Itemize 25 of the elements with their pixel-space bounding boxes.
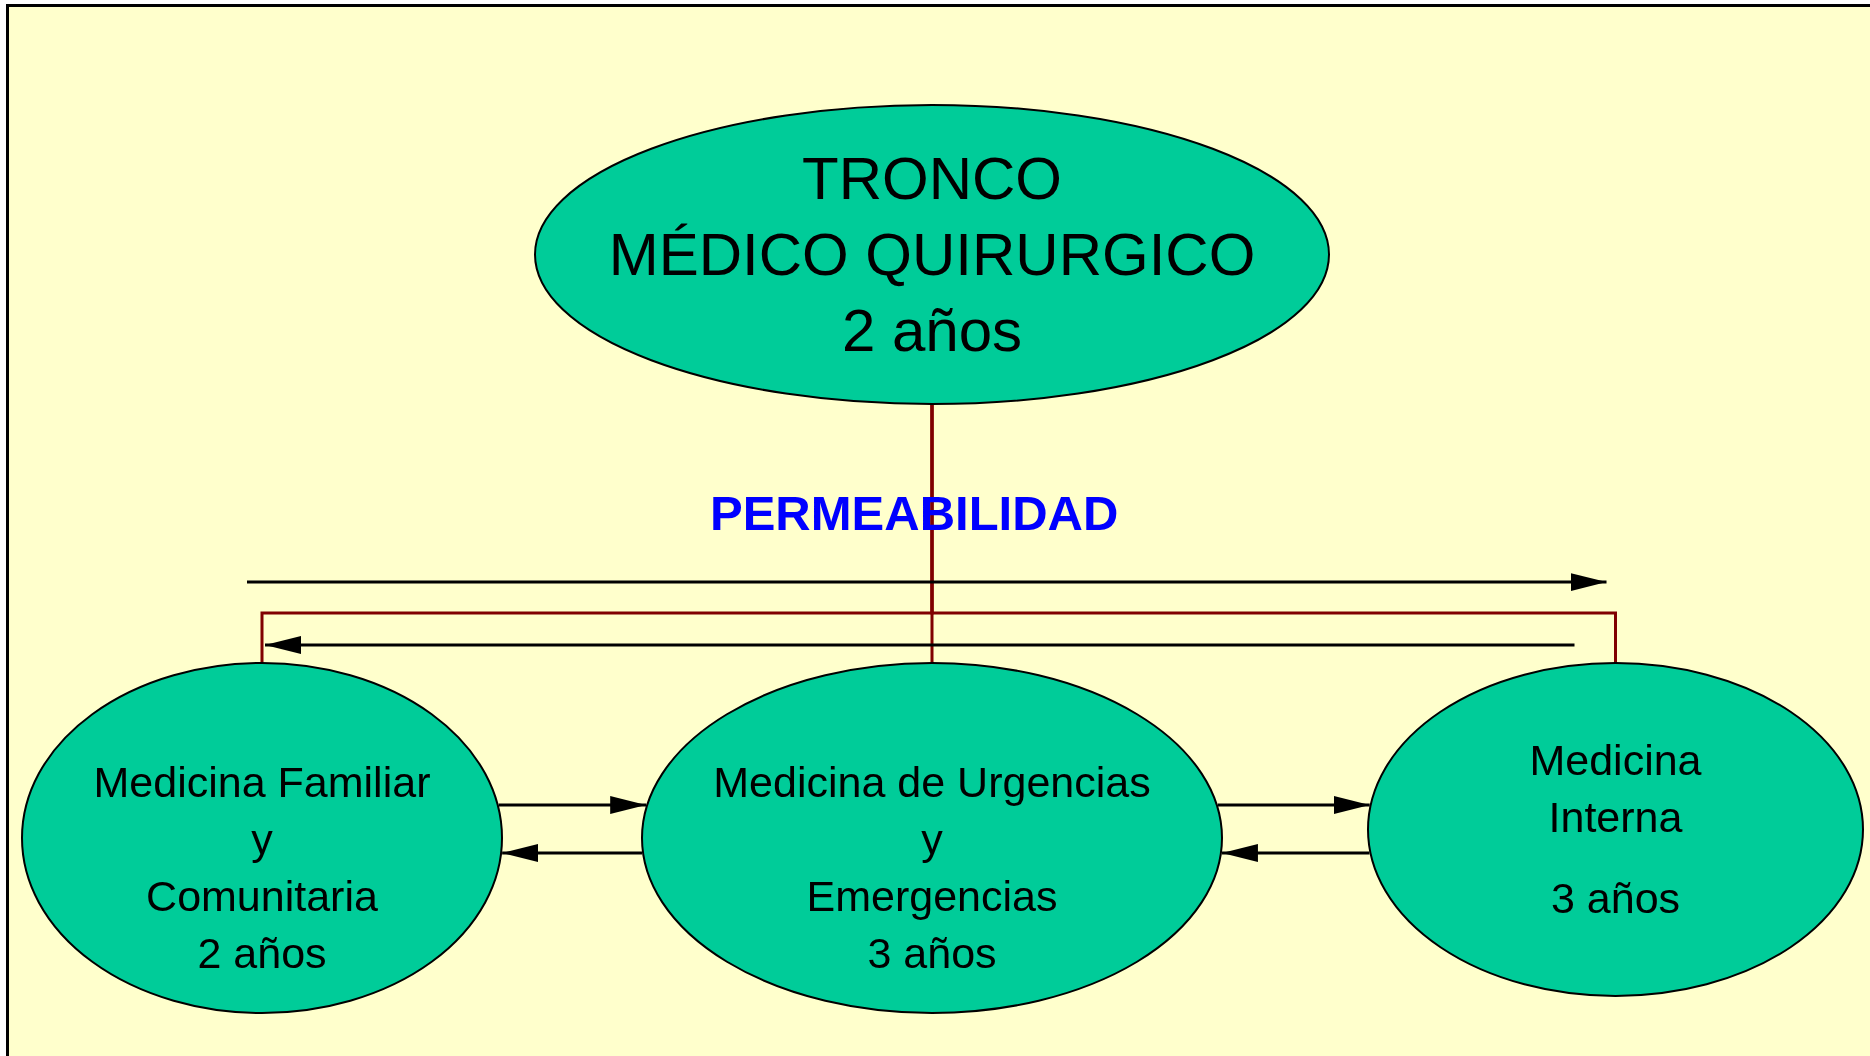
arrow [502, 844, 643, 862]
oval-node [534, 104, 1330, 405]
node-text: Interna [1548, 792, 1683, 843]
arrow [1217, 796, 1370, 814]
node-text: Emergencias [806, 871, 1058, 922]
node-text: 2 años [197, 928, 327, 979]
oval-node [641, 662, 1223, 1014]
oval-node [1367, 662, 1864, 997]
arrow [247, 573, 1607, 591]
connector-line [930, 405, 1617, 662]
node-text: Comunitaria [146, 871, 378, 922]
node-text: Medicina Familiar [93, 757, 431, 808]
arrow [498, 796, 647, 814]
node-text: Medicina [1529, 735, 1702, 786]
arrow [265, 636, 1575, 654]
oval-node [21, 662, 503, 1014]
node-text: MÉDICO QUIRURGICO [608, 219, 1256, 290]
node-text: y [251, 814, 273, 865]
node-text: 3 años [867, 928, 997, 979]
node-text: TRONCO [802, 143, 1062, 214]
arrow [1221, 844, 1370, 862]
node-text: y [921, 814, 943, 865]
node-text: 3 años [1550, 873, 1681, 924]
node-text: 2 años [841, 295, 1023, 366]
node-text: Medicina de Urgencias [713, 757, 1151, 808]
